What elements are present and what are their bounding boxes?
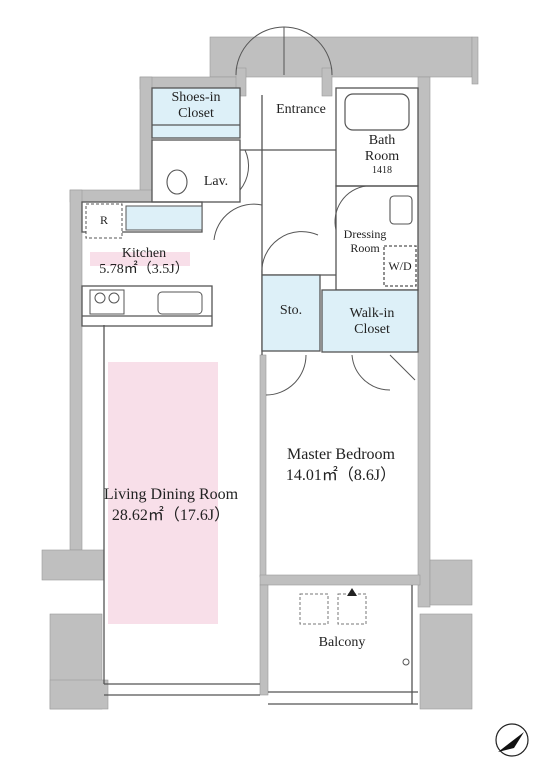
ldr-boundary	[103, 325, 418, 705]
bath-room-label: Bath Room 1418	[354, 133, 410, 177]
toilet-icon	[166, 169, 188, 195]
balcony-label: Balcony	[318, 635, 366, 650]
living-highlight	[108, 362, 218, 624]
master-bedroom-area: 14.01㎡（8.6J）	[285, 467, 397, 485]
interior-walls	[81, 87, 419, 355]
washer-dryer-label: W/D	[388, 259, 412, 273]
lav-label: Lav.	[203, 174, 229, 189]
storage-room	[261, 274, 321, 352]
balcony-drain-icon	[402, 658, 410, 666]
dressing-line1: Dressing	[343, 227, 387, 241]
master-bedroom-label: Master Bedroom 14.01㎡（8.6J）	[270, 446, 412, 486]
bathtub-icon	[344, 93, 410, 131]
balcony-marker-icon	[347, 588, 357, 596]
refrigerator-label: R	[99, 213, 108, 227]
dressing-line2: Room	[350, 240, 380, 255]
door-swing-icon	[213, 26, 416, 396]
entrance-label: Entrance	[276, 102, 326, 117]
bath-line2: Room	[364, 149, 400, 165]
kitchen-counter-storage	[125, 205, 203, 231]
washbasin-icon	[389, 195, 413, 225]
compass-icon	[495, 723, 529, 757]
kitchen-area: 5.78㎡（3.5J）	[99, 262, 189, 278]
living-dining-area: 28.62㎡（17.6J）	[111, 507, 231, 525]
kitchen-label: Kitchen 5.78㎡（3.5J）	[84, 246, 204, 278]
sink-icon	[157, 291, 203, 315]
walk-in-line1: Walk-in	[349, 306, 395, 321]
outer-walls	[41, 36, 479, 710]
bath-line1: Bath	[368, 133, 396, 148]
master-bedroom-name: Master Bedroom	[287, 446, 395, 463]
shoes-in-closet-line2: Closet	[178, 106, 214, 122]
kitchen-name: Kitchen	[121, 246, 167, 261]
refrigerator-space	[85, 203, 123, 239]
walk-in-closet-label: Walk-in Closet	[340, 306, 404, 338]
walk-in-closet	[321, 289, 419, 353]
balcony-ac-unit-2	[337, 593, 367, 625]
living-dining-room-label: Living Dining Room 28.62㎡（17.6J）	[88, 486, 254, 526]
storage-label: Sto.	[279, 303, 303, 318]
bath-code: 1418	[372, 165, 392, 177]
shoes-in-closet-label: Shoes-in Closet	[160, 90, 232, 122]
living-dining-name: Living Dining Room	[103, 486, 239, 503]
walk-in-line2: Closet	[354, 322, 390, 338]
shoes-in-closet-line1: Shoes-in	[171, 90, 221, 105]
stove-icon	[89, 289, 125, 315]
balcony-ac-unit	[299, 593, 329, 625]
kitchen-highlight	[90, 252, 190, 266]
dressing-room-label: Dressing Room	[336, 227, 394, 256]
